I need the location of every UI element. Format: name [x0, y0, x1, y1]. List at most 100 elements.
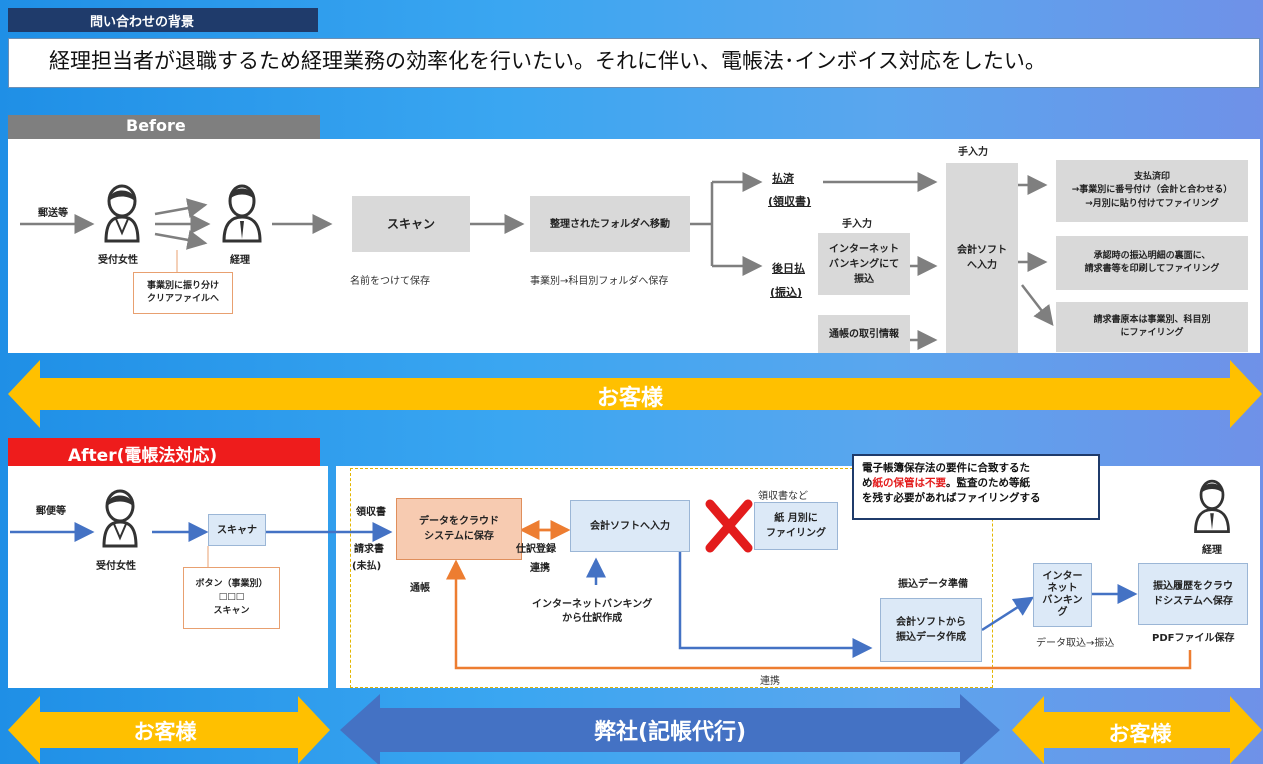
transfer-line-2: 振込データ作成: [896, 632, 966, 643]
accounting-line-1: 会計ソフト: [957, 245, 1007, 256]
data-import-label: データ取込→振込: [1036, 638, 1115, 649]
transfer-line-1: 会計ソフトから: [896, 617, 966, 628]
later-label: 後日払: [772, 262, 805, 275]
accounting-input-box: 会計ソフトへ入力: [570, 500, 690, 552]
cloud-save-box: データをクラウド システムに保存: [396, 498, 522, 560]
result-3-line-2: にファイリング: [1120, 328, 1184, 338]
no-paper-note: 電子帳簿保存法の要件に合致するた め紙の保管は不要。監査のため等紙 を残す必要が…: [852, 454, 1100, 520]
netbank-line-3: 振込: [854, 273, 874, 285]
receipts-etc-label: 領収書など: [758, 491, 808, 502]
after-netbank-box: インター ネット バンキン グ: [1033, 563, 1092, 627]
transfer-data-box: 会計ソフトから 振込データ作成: [880, 598, 982, 662]
pdf-save-label: PDFファイル保存: [1152, 633, 1235, 644]
netbank-line-1: インターネット: [829, 243, 899, 255]
monthly-line-2: ファイリング: [766, 528, 826, 539]
invoice-label: 請求書: [354, 544, 384, 555]
button-line-2: □□□: [218, 592, 245, 603]
passbook-box: 通帳の取引情報: [818, 315, 910, 353]
button-line-3: スキャン: [213, 605, 250, 616]
band-center-arrow: [340, 694, 1000, 764]
mail-label: 郵送等: [38, 208, 68, 219]
band-right-arrow: [1012, 696, 1262, 764]
result-3-line-1: 請求書原本は事業別、科目別: [1093, 314, 1211, 325]
scan-note: 名前をつけて保存: [350, 276, 430, 287]
invoice-sub-label: (未払): [352, 561, 382, 572]
accounting-software-box: 会計ソフト へ入力: [946, 163, 1018, 353]
note-line-2-pre: め: [862, 477, 873, 490]
transfer-prep-label: 振込データ準備: [898, 579, 968, 590]
manual-input-label-2: 手入力: [842, 219, 872, 230]
cloud-line-2: システムに保存: [424, 531, 494, 542]
band-left-label: お客様: [133, 720, 197, 744]
link-label-1: 連携: [530, 563, 550, 574]
button-line-1: ボタン（事業別）: [195, 578, 268, 589]
history-line-2: ドシステムへ保存: [1153, 596, 1233, 607]
after-reception-icon: [96, 488, 144, 548]
netbank-journal-label: インターネットバンキング から仕訳作成: [532, 598, 652, 626]
result-box-3: 請求書原本は事業別、科目別 にファイリング: [1056, 302, 1248, 352]
scanner-box: スキャナ: [208, 514, 266, 546]
before-label: Before: [8, 115, 320, 139]
note-line-3: を残す必要があればファイリングする: [862, 492, 1041, 505]
note-line-2: め紙の保管は不要。監査のため等紙: [862, 476, 1090, 491]
transfer-history-box: 振込履歴をクラウ ドシステムへ保存: [1138, 563, 1248, 625]
netbank-box: インターネット バンキングにて 振込: [818, 233, 910, 295]
after-netbank-line-3: バンキン: [1042, 595, 1083, 606]
netbank-journal-line-1: インターネットバンキング: [532, 599, 653, 610]
result-box-1: 支払済印 →事業別に番号付け（会計と合わせる） →月別に貼り付けてファイリング: [1056, 160, 1248, 222]
monthly-line-1: 紙 月別に: [774, 513, 818, 524]
band-left-arrow: [8, 696, 330, 764]
cloud-line-1: データをクラウド: [419, 516, 499, 527]
inquiry-headline: 経理担当者が退職するため経理業務の効率化を行いたい。それに伴い、電帳法･インボイ…: [8, 38, 1260, 88]
result-2-line-2: 請求書等を印刷してファイリング: [1084, 264, 1220, 274]
after-mail-label: 郵便等: [36, 506, 66, 517]
after-netbank-line-4: グ: [1057, 607, 1068, 618]
button-scan-box: ボタン（事業別） □□□ スキャン: [183, 567, 280, 629]
folder-box: 整理されたフォルダへ移動: [530, 196, 690, 252]
after-label: After(電帳法対応): [8, 438, 320, 466]
band-center-label: 弊社(記帳代行): [593, 720, 747, 745]
sort-box: 事業別に振り分け クリアファイルへ: [133, 272, 233, 314]
sort-line-1: 事業別に振り分け: [146, 280, 219, 291]
accountant-icon: [218, 183, 266, 243]
note-line-2-post: 。監査のため等紙: [946, 477, 1030, 490]
result-2-line-1: 承認時の振込明細の裏面に、: [1093, 250, 1211, 261]
journal-label: 仕訳登録: [516, 544, 556, 555]
sort-line-2: クリアファイルへ: [146, 294, 219, 304]
after-netbank-line-2: ネット: [1047, 583, 1078, 594]
paid-sub: (領収書): [768, 195, 812, 208]
folder-note: 事業別→科目別フォルダへ保存: [530, 276, 669, 287]
later-sub: (振込): [770, 286, 803, 299]
link-label-2: 連携: [760, 676, 780, 687]
result-1-line-3: →月別に貼り付けてファイリング: [1085, 198, 1219, 209]
background-tag: 問い合わせの背景: [8, 8, 318, 32]
result-1-line-1: 支払済印: [1133, 171, 1170, 182]
netbank-journal-line-2: から仕訳作成: [562, 613, 623, 624]
monthly-filing-box: 紙 月別に ファイリング: [754, 502, 838, 550]
reception-label: 受付女性: [98, 255, 138, 266]
manual-input-label-1: 手入力: [958, 147, 988, 158]
after-accountant-icon: [1190, 478, 1234, 533]
after-reception-label: 受付女性: [96, 561, 136, 572]
accounting-line-2: へ入力: [967, 260, 997, 271]
note-highlight: 紙の保管は不要: [872, 477, 947, 490]
after-netbank-line-1: インター: [1042, 571, 1083, 582]
receipt-label: 領収書: [356, 507, 386, 518]
note-line-1: 電子帳簿保存法の要件に合致するた: [862, 462, 1030, 474]
accountant-label: 経理: [230, 255, 250, 266]
band-right-label: お客様: [1108, 722, 1172, 746]
after-accountant-label: 経理: [1202, 545, 1222, 556]
after-center-dashed: [350, 468, 993, 688]
reception-woman-icon: [98, 183, 146, 243]
scan-box: スキャン: [352, 196, 470, 252]
result-1-line-2: →事業別に番号付け（会計と合わせる）: [1071, 185, 1233, 196]
history-line-1: 振込履歴をクラウ: [1153, 581, 1233, 592]
x-mark-icon: [705, 499, 753, 553]
netbank-line-2: バンキングにて: [828, 258, 900, 270]
band-top-label: お客様: [596, 386, 663, 411]
result-box-2: 承認時の振込明細の裏面に、 請求書等を印刷してファイリング: [1056, 236, 1248, 290]
